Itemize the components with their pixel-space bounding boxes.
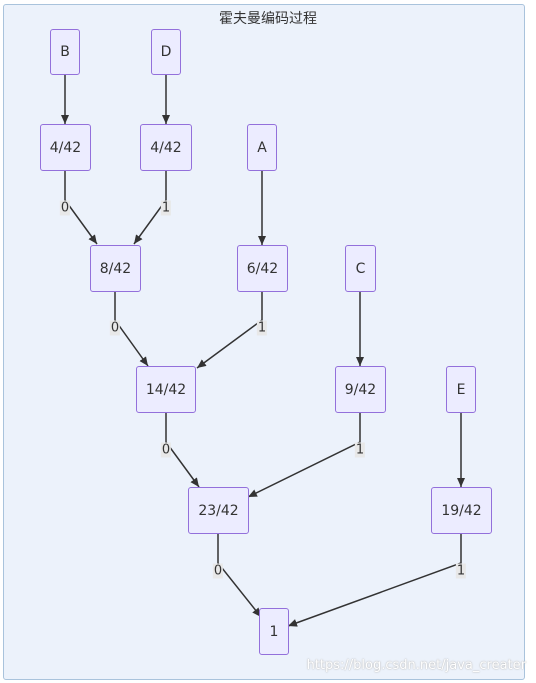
- node-d-weight: 4/42: [140, 124, 192, 171]
- node-b-weight: 4/42: [40, 124, 91, 171]
- node-c-weight: 9/42: [335, 366, 386, 413]
- diagram-title: 霍夫曼编码过程: [219, 11, 317, 27]
- node-c: C: [345, 245, 376, 292]
- edge-label-aweight-bda: 1: [256, 320, 268, 336]
- edge-label-cweight-bdac: 1: [354, 442, 366, 458]
- edge-label-bdac-root: 0: [212, 563, 224, 579]
- node-bda-sum: 14/42: [136, 366, 196, 413]
- node-b: B: [50, 29, 80, 75]
- node-bd-sum: 8/42: [90, 245, 141, 292]
- node-root: 1: [259, 608, 289, 655]
- node-e-weight: 19/42: [431, 487, 492, 534]
- edge-cweight-to-bdac: [247, 413, 361, 498]
- watermark: https://blog.csdn.net/java_creater: [306, 658, 526, 673]
- edge-bda-to-bdac: [165, 413, 200, 488]
- edge-label-eweight-root: 1: [455, 563, 467, 579]
- node-d: D: [151, 29, 181, 75]
- node-e: E: [446, 366, 476, 413]
- diagram-frame: [3, 4, 525, 680]
- edge-label-bda-bdac: 0: [160, 442, 172, 458]
- edge-label-dweight-bd: 1: [160, 200, 172, 216]
- edge-bweight-to-bd: [64, 171, 98, 245]
- node-a: A: [247, 124, 277, 171]
- edge-bdac-to-root: [217, 534, 262, 618]
- edge-aweight-to-bda: [196, 292, 263, 369]
- edge-dweight-to-bd: [133, 171, 167, 245]
- edge-label-bd-bda: 0: [109, 320, 121, 336]
- edge-eweight-to-root: [287, 534, 462, 627]
- node-a-weight: 6/42: [237, 245, 288, 292]
- edge-bd-to-bda: [114, 292, 149, 367]
- node-bdac-sum: 23/42: [188, 487, 249, 534]
- edge-label-bweight-bd: 0: [59, 200, 71, 216]
